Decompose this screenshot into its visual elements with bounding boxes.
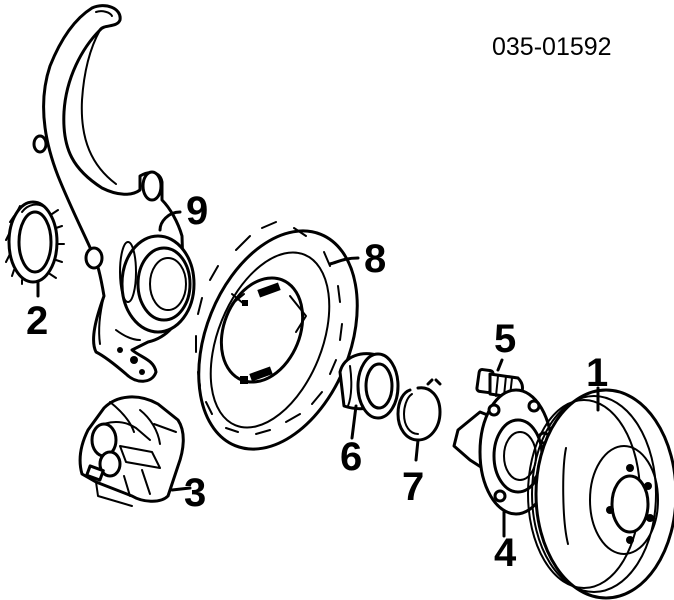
callout-1: 1	[586, 351, 608, 395]
leader-6	[350, 404, 358, 440]
leader-3	[170, 486, 192, 492]
steering-knuckle	[32, 4, 196, 383]
sensor-ring	[5, 200, 65, 285]
callout-6: 6	[340, 435, 362, 479]
brake-caliper	[78, 395, 185, 507]
wheel-bearing	[338, 352, 400, 420]
callout-3: 3	[184, 471, 206, 515]
part-code: 035-01592	[492, 33, 612, 61]
callout-8: 8	[364, 237, 386, 281]
brake-disc	[527, 388, 674, 600]
leader-5	[496, 358, 504, 372]
leader-7	[414, 438, 420, 462]
leader-9	[158, 210, 182, 232]
callout-7: 7	[402, 465, 424, 509]
dust-shield	[195, 221, 359, 451]
leader-lines	[36, 210, 600, 538]
callout-9: 9	[186, 189, 208, 233]
snap-ring	[396, 378, 442, 442]
callout-5: 5	[494, 317, 516, 361]
leader-8	[328, 256, 360, 266]
callout-4: 4	[494, 531, 517, 575]
callout-2: 2	[26, 299, 48, 343]
